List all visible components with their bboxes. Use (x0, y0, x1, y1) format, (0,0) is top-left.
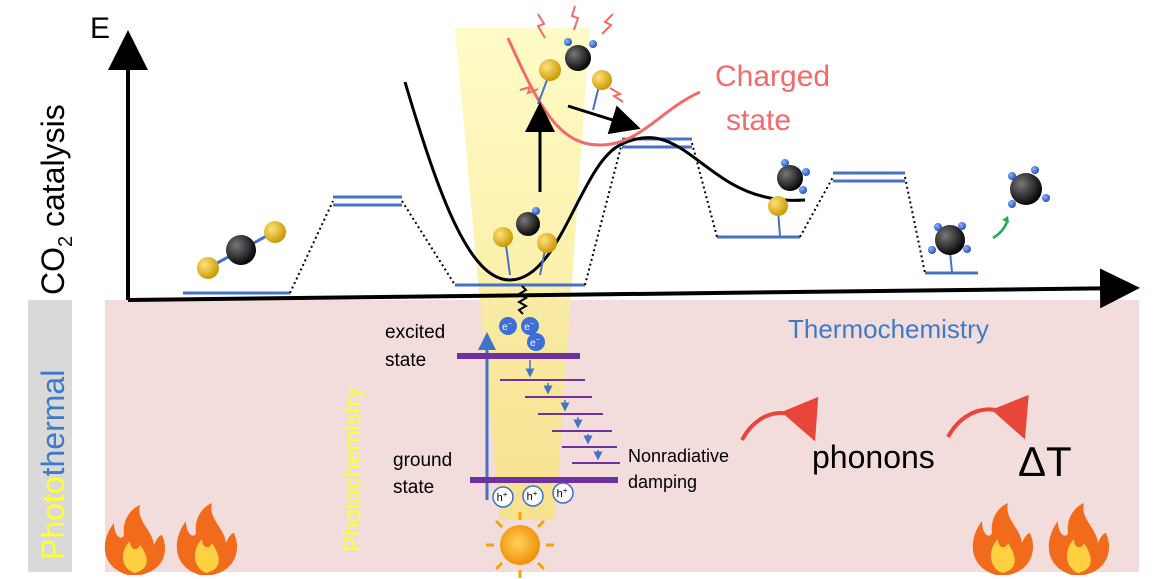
photothermal-label: Photothermal (35, 370, 71, 560)
reaction-axis (127, 268, 1140, 309)
energy-axis-label: E (90, 12, 110, 45)
flame-icons (104, 503, 1110, 575)
delta-t-label: ΔT (1018, 438, 1072, 485)
relaxation-steps (500, 379, 620, 464)
spark-icons (519, 5, 624, 103)
sun-icon (486, 512, 554, 578)
co2-catalysis-label: CO2 catalysis (35, 104, 77, 295)
nonradiative-damping-label: Nonradiative damping (628, 446, 734, 492)
svg-text:h+: h+ (497, 490, 508, 504)
thermochemistry-label: Thermochemistry (788, 314, 989, 344)
intermediate-molecule-icon (768, 159, 810, 237)
photochemistry-label: Photochemistry (339, 387, 366, 552)
pathway-connectors (289, 142, 926, 294)
transfer-arrow (567, 104, 641, 135)
ground-potential-curve (403, 81, 806, 282)
co2-linear-molecule-icon (197, 221, 286, 279)
relaxation-arrows (525, 360, 603, 461)
svg-text:h+: h+ (527, 489, 538, 503)
excited-molecule-icon (537, 38, 612, 111)
svg-text:h+: h+ (557, 486, 568, 500)
adsorbed-methane-icon (928, 222, 971, 273)
phonons-label: phonons (812, 439, 935, 475)
electron-icons (499, 317, 545, 351)
svg-text:e−: e− (524, 321, 534, 333)
heat-transfer-arrow-2 (946, 394, 1029, 440)
electron-labels: e− e− e− (502, 321, 540, 349)
charged-state-curve (506, 37, 701, 147)
charged-state-label: Charged state (715, 60, 838, 137)
hole-labels: h+ h+ h+ (497, 486, 568, 504)
heat-transfer-arrow-1 (740, 396, 819, 442)
excited-state-label: excited state (385, 322, 450, 371)
adsorbed-intermediate-icon (493, 207, 557, 276)
coupling-wave (516, 285, 529, 315)
methane-molecule-icon (1008, 166, 1050, 208)
energy-levels (183, 137, 978, 295)
photothermal-panel (105, 300, 1139, 572)
svg-text:e−: e− (530, 337, 540, 349)
desorption-arrow-icon (992, 221, 1009, 240)
hole-icons (492, 482, 574, 508)
photothermal-label-bg (28, 300, 72, 572)
svg-text:e−: e− (502, 321, 512, 333)
ground-state-label: ground state (393, 450, 457, 498)
